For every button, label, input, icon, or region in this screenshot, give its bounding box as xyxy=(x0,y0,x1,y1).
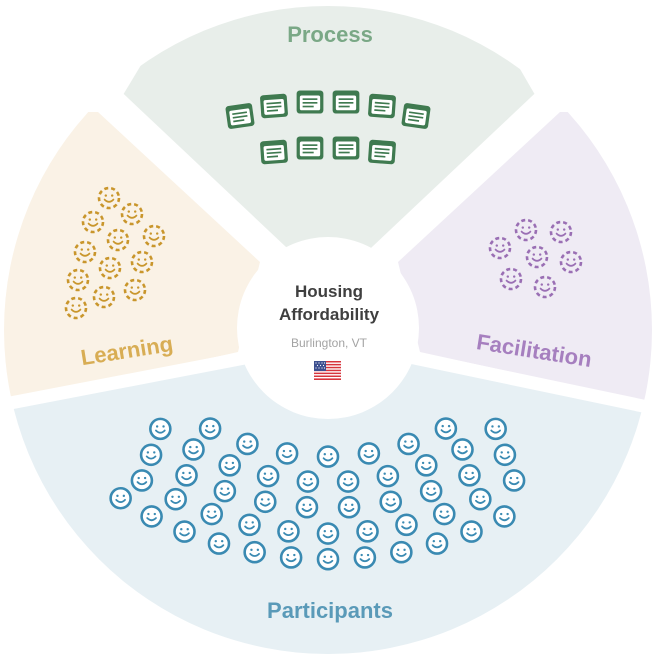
participant-icons xyxy=(109,417,526,571)
smiley-icon xyxy=(164,487,187,511)
smiley-icon xyxy=(277,520,300,543)
smiley-icon xyxy=(357,442,381,465)
document-card-icon xyxy=(296,136,324,160)
smiley-icon xyxy=(207,532,231,555)
dashed-smiley-icon xyxy=(73,240,97,264)
smiley-icon xyxy=(356,520,379,543)
document-card-icon xyxy=(225,102,255,130)
document-card-icon xyxy=(259,93,289,119)
segment-learning xyxy=(4,112,260,405)
smiley-icon xyxy=(451,438,474,461)
center-disk xyxy=(237,237,419,419)
smiley-icon xyxy=(279,546,303,569)
dashed-smiley-icon xyxy=(92,285,116,309)
smiley-icon xyxy=(109,486,132,510)
smiley-icon xyxy=(218,454,242,477)
smiley-icon xyxy=(198,417,222,440)
smiley-icon xyxy=(243,540,266,564)
document-card-icon xyxy=(296,90,324,114)
smiley-icon xyxy=(316,445,340,468)
location-label: Burlington, VT xyxy=(290,336,368,350)
smiley-icon xyxy=(395,513,418,537)
dashed-smiley-icon xyxy=(499,267,523,291)
smiley-icon xyxy=(502,469,526,492)
smiley-icon xyxy=(236,432,259,456)
smiley-icon xyxy=(458,464,481,487)
smiley-icon xyxy=(337,495,361,519)
dashed-smiley-icon xyxy=(533,275,557,299)
dashed-smiley-icon xyxy=(98,256,122,280)
smiley-icon xyxy=(432,502,456,526)
smiley-icon xyxy=(213,479,237,503)
smiley-icon xyxy=(493,505,516,528)
smiley-icon xyxy=(484,417,507,441)
smiley-icon xyxy=(414,454,438,477)
learning-icons xyxy=(64,186,166,320)
dashed-smiley-icon xyxy=(525,245,549,269)
dashed-smiley-icon xyxy=(106,228,130,252)
dashed-smiley-icon xyxy=(142,224,166,248)
document-card-icon xyxy=(367,139,397,165)
smiley-icon xyxy=(316,547,340,571)
smiley-icon xyxy=(173,520,196,543)
facilitation-icons xyxy=(488,218,583,299)
document-card-icon xyxy=(259,139,289,165)
smiley-icon xyxy=(256,464,280,488)
smiley-icon xyxy=(379,490,403,514)
dashed-smiley-icon xyxy=(64,296,88,320)
smiley-icon xyxy=(296,470,320,493)
segment-facilitation xyxy=(398,112,652,405)
label-process: Process xyxy=(287,22,373,47)
document-card-icon xyxy=(332,136,360,160)
smiley-icon xyxy=(434,417,458,440)
smiley-icon xyxy=(253,490,277,514)
smiley-icon xyxy=(200,502,224,526)
topic-title-line1: Housing xyxy=(295,282,363,301)
smiley-icon xyxy=(316,522,340,545)
dashed-smiley-icon xyxy=(120,202,144,226)
dashed-smiley-icon xyxy=(549,220,573,244)
smiley-icon xyxy=(140,505,163,528)
smiley-icon xyxy=(469,487,492,511)
document-card-icon xyxy=(367,93,397,119)
smiley-icon xyxy=(149,417,172,441)
smiley-icon xyxy=(460,520,483,543)
smiley-icon xyxy=(397,432,420,456)
smiley-icon xyxy=(130,469,154,492)
smiley-icon xyxy=(182,438,205,461)
smiley-icon xyxy=(175,464,198,487)
us-flag-icon xyxy=(314,361,341,380)
smiley-icon xyxy=(376,464,400,488)
document-card-icon xyxy=(332,90,360,114)
smiley-icon xyxy=(275,442,299,465)
smiley-icon xyxy=(419,479,443,503)
dashed-smiley-icon xyxy=(559,250,583,274)
dashed-smiley-icon xyxy=(488,236,512,260)
dashed-smiley-icon xyxy=(130,250,154,274)
segment-dividers xyxy=(0,85,662,417)
topic-title-line2: Affordability xyxy=(278,305,380,324)
smiley-icon xyxy=(425,532,449,555)
dashed-smiley-icon xyxy=(97,186,121,210)
smiley-icon xyxy=(238,513,261,537)
dashed-smiley-icon xyxy=(66,268,90,292)
smiley-icon xyxy=(353,546,377,569)
segment-process xyxy=(120,6,538,250)
dashed-smiley-icon xyxy=(514,218,538,242)
label-participants: Participants xyxy=(267,598,393,623)
dashed-smiley-icon xyxy=(123,278,147,302)
smiley-icon xyxy=(139,443,163,467)
smiley-icon xyxy=(493,443,517,467)
smiley-icon xyxy=(336,470,360,493)
document-card-icon xyxy=(401,102,431,130)
smiley-icon xyxy=(295,495,319,519)
dashed-smiley-icon xyxy=(81,210,105,234)
smiley-icon xyxy=(390,540,413,564)
